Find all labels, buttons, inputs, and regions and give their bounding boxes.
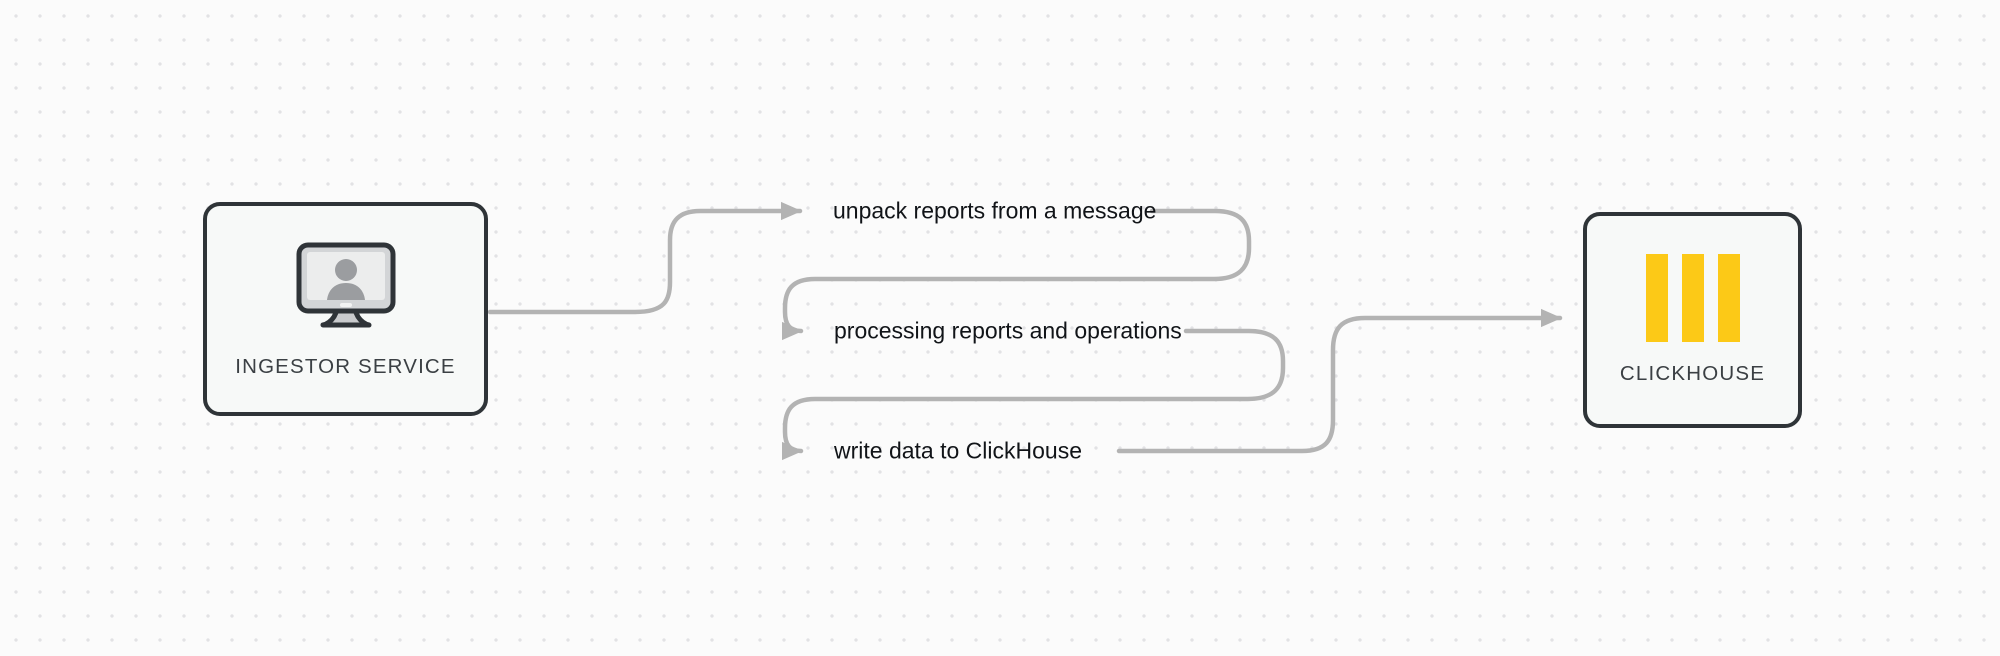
edge-path-ingestor-to-unpack [487,201,803,315]
edge-label-write-data: write data to ClickHouse [834,437,1082,464]
monitor-user-icon [290,239,402,335]
node-clickhouse[interactable]: CLICKHOUSE [1583,212,1802,428]
edge-label-unpack-reports: unpack reports from a message [833,197,1157,224]
clickhouse-logo-bar [1681,254,1704,342]
clickhouse-logo-bar [1645,254,1668,342]
edge-path-processing-to-write [781,328,1286,461]
clickhouse-logo-bar [1717,254,1740,342]
node-ingestor-service-label: INGESTOR SERVICE [235,355,456,378]
edge-path-unpack-to-processing [781,208,1252,341]
node-ingestor-service[interactable]: INGESTOR SERVICE [203,202,488,416]
clickhouse-logo-icon [1645,254,1740,342]
edge-label-processing-reports: processing reports and operations [834,317,1182,344]
node-clickhouse-label: CLICKHOUSE [1619,362,1766,385]
edge-path-write-to-clickhouse [1116,308,1563,454]
